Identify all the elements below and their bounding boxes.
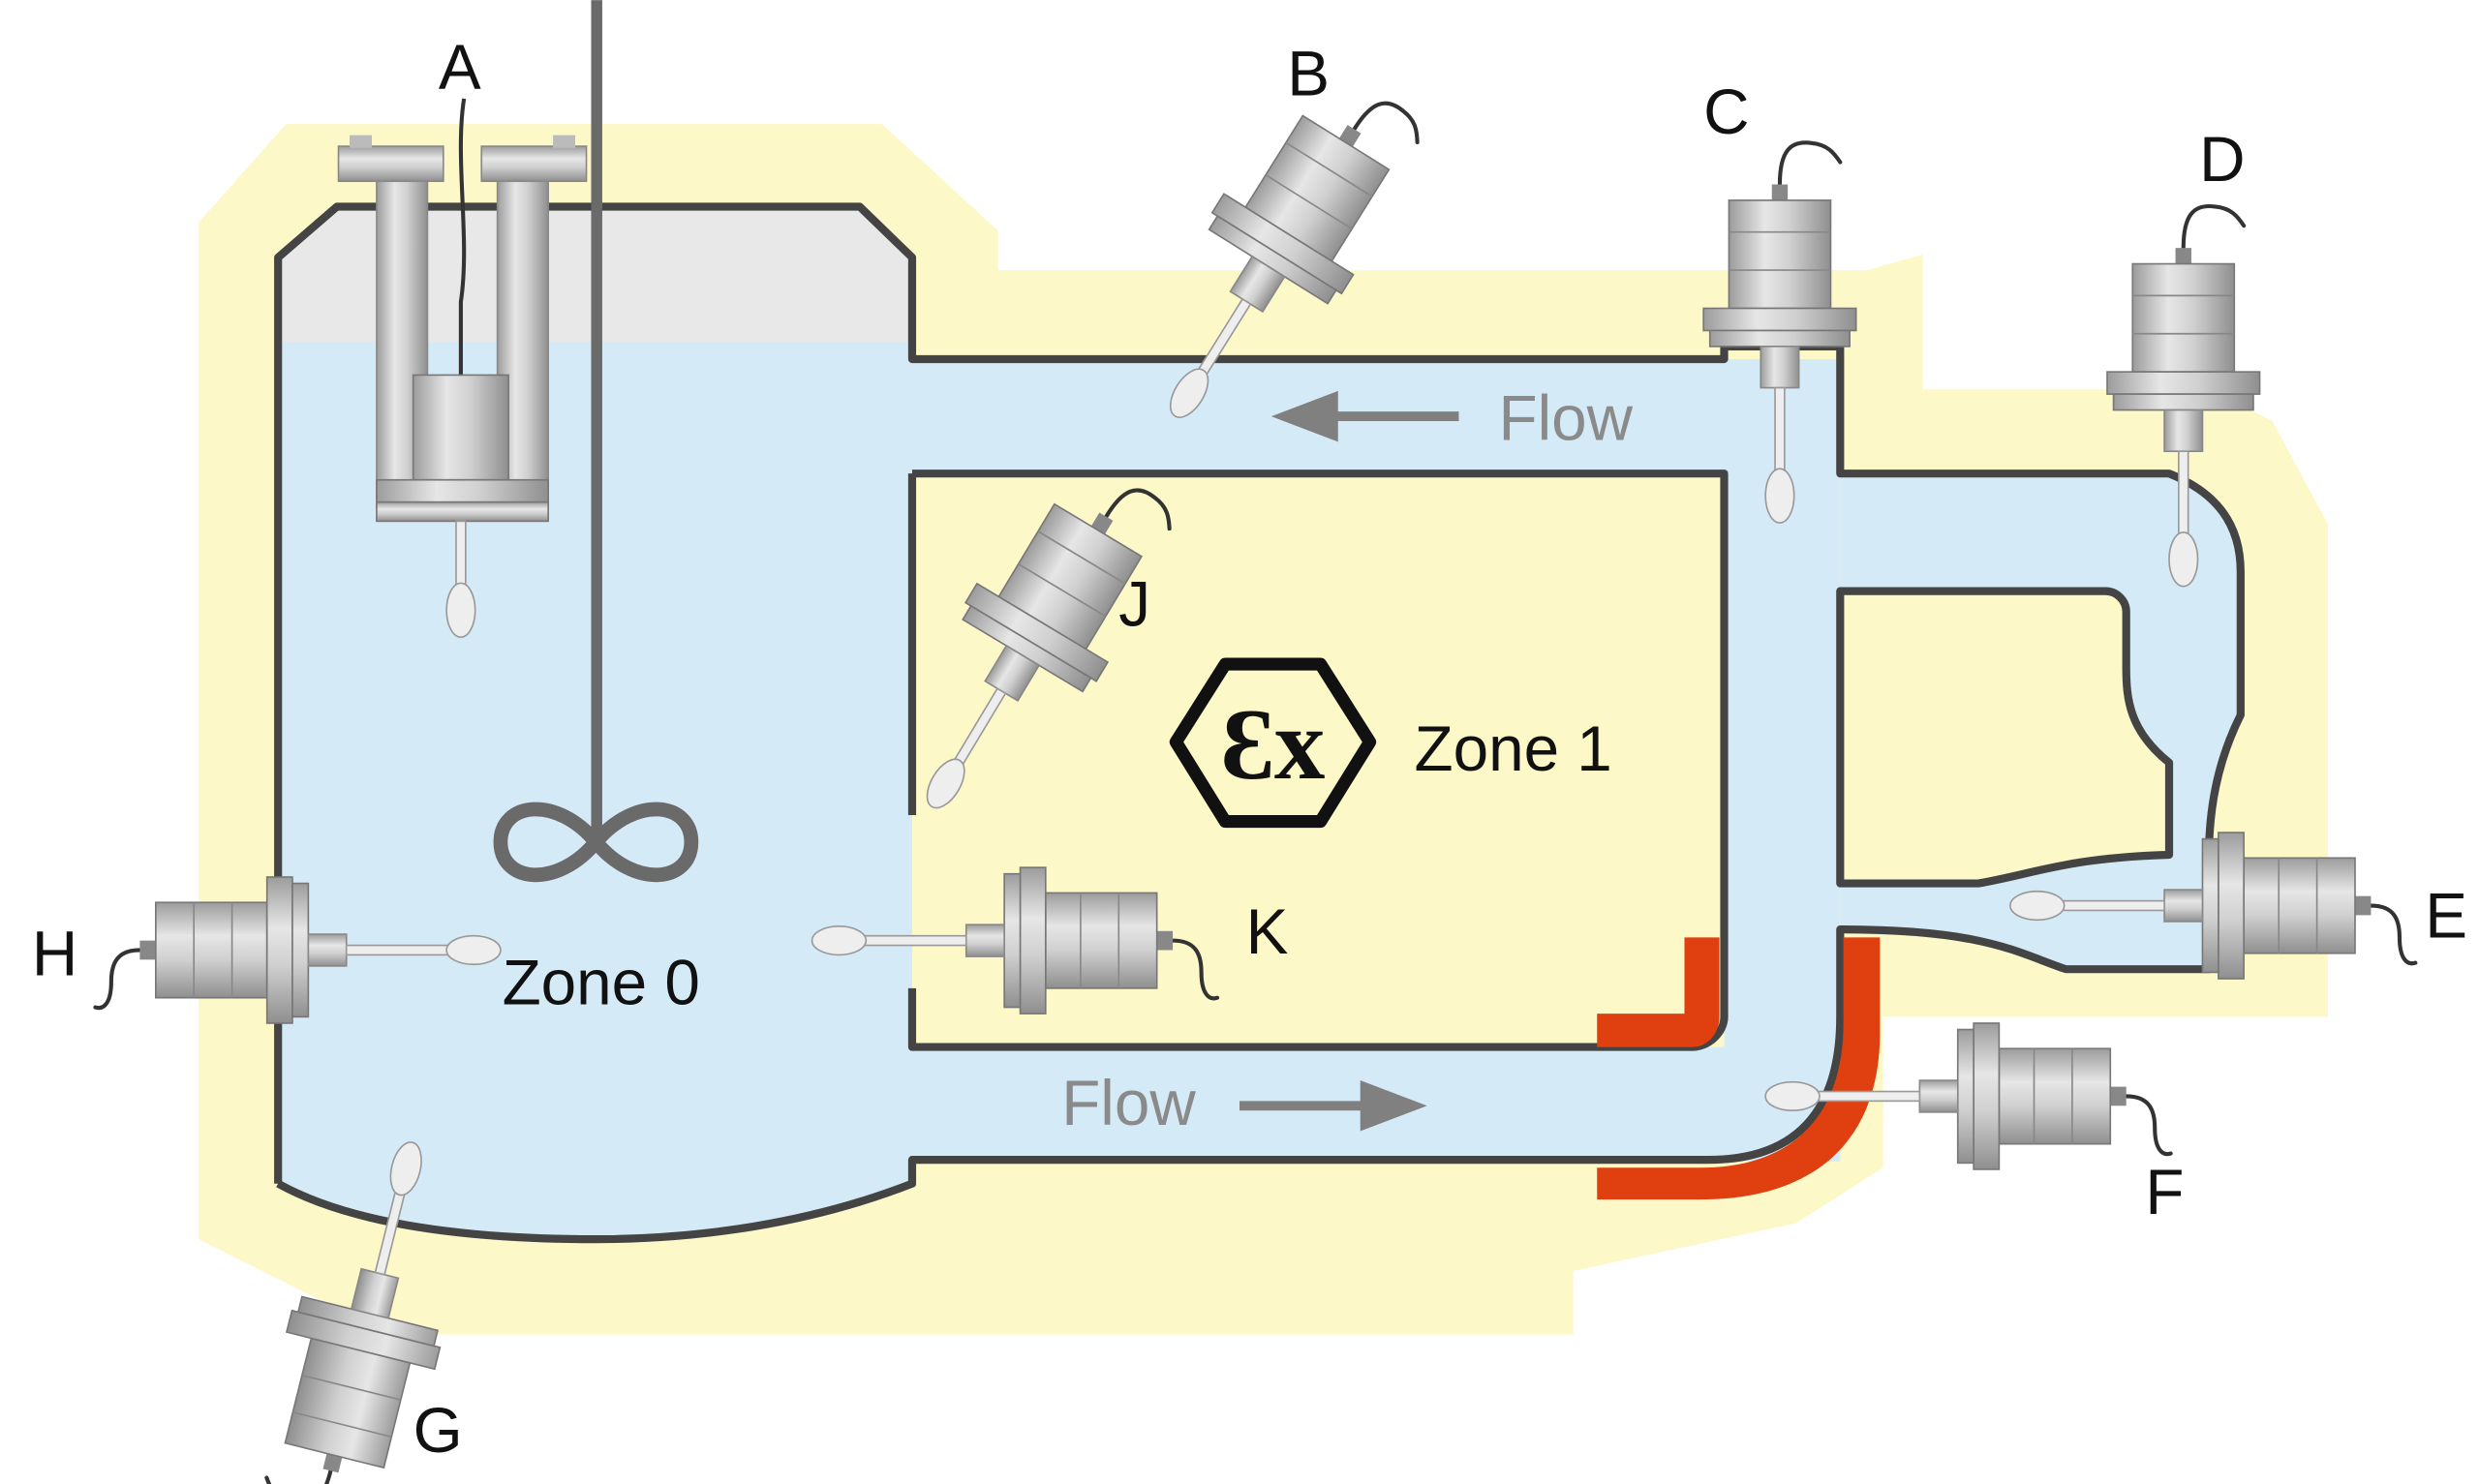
flow-label-bottom: Flow	[1061, 1068, 1196, 1138]
label-c: C	[1703, 76, 1749, 147]
label-b: B	[1287, 39, 1330, 109]
label-d: D	[2199, 124, 2245, 195]
label-g: G	[413, 1395, 463, 1466]
agitator	[493, 0, 699, 883]
label-f: F	[2145, 1157, 2184, 1227]
zone0-label: Zone 0	[503, 947, 700, 1017]
probe-a	[337, 98, 588, 639]
flow-arrow-bottom	[1240, 1080, 1427, 1132]
label-j: J	[1118, 569, 1150, 640]
label-e: E	[2425, 880, 2467, 951]
zone1-label: Zone 1	[1415, 713, 1612, 784]
ex-symbol-text: Ɛx	[1220, 687, 1325, 801]
heated-pipe-sections	[1597, 937, 1881, 1200]
flow-arrow-top	[1270, 390, 1459, 442]
label-h: H	[32, 919, 77, 989]
label-k: K	[1246, 896, 1289, 967]
label-a: A	[439, 32, 481, 103]
ex-hazard-symbol: Ɛx	[1169, 657, 1377, 829]
flow-label-top: Flow	[1498, 383, 1633, 454]
vessel-walls	[274, 202, 2245, 1244]
